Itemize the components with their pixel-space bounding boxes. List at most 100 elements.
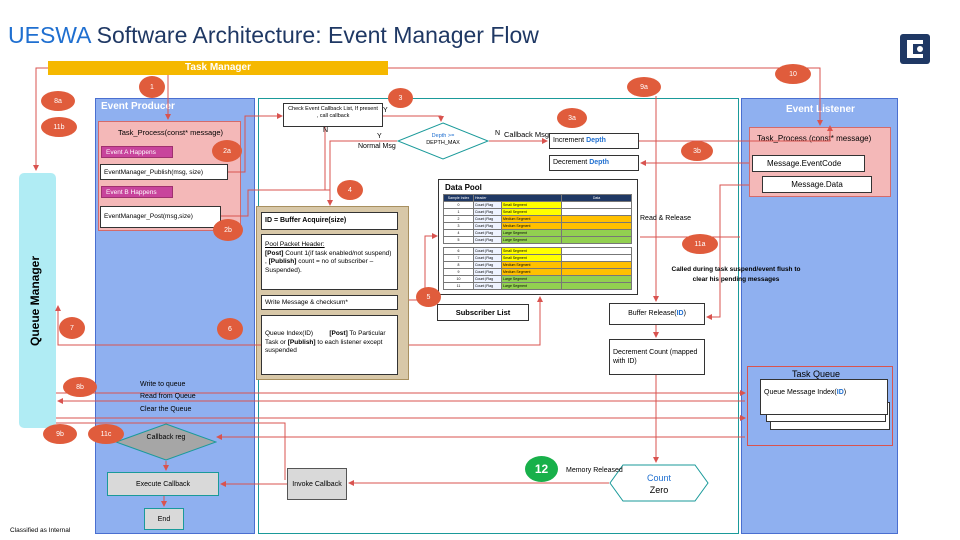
task-queue-title: Task Queue bbox=[792, 369, 841, 379]
zero-line: Zero bbox=[649, 485, 669, 495]
depth-line1: Depth >= bbox=[431, 133, 455, 139]
label-y1: Y bbox=[383, 107, 388, 114]
pool-flag-cell: Count |Flag bbox=[473, 268, 502, 276]
pool-segment-cell: Large Segment bbox=[500, 229, 563, 237]
badge-3a: 3a bbox=[557, 108, 587, 128]
title-brand: UESWA bbox=[8, 22, 91, 48]
pool-publish-tag: [Publish] bbox=[268, 258, 297, 265]
pool-index-cell: 9 bbox=[443, 268, 474, 276]
event-producer-title: Event Producer bbox=[101, 101, 175, 112]
pool-segment-cell: Large Segment bbox=[500, 236, 563, 244]
pool-flag-cell: Count |Flag bbox=[473, 222, 502, 230]
pool-data-cell bbox=[561, 229, 633, 237]
end-label: End bbox=[157, 515, 171, 523]
label-n1: N bbox=[323, 127, 329, 134]
badge-3b: 3b bbox=[681, 141, 713, 161]
queue-index-publish-tag: [Publish] bbox=[287, 338, 316, 346]
pool-publish-text: count = no of subscriber – Suspended). bbox=[265, 258, 374, 274]
pool-flag-cell: Count |Flag bbox=[473, 208, 502, 216]
badge-9b: 9b bbox=[43, 424, 77, 444]
queue-manager bbox=[19, 173, 56, 428]
pool-segment-cell: Medium Segment bbox=[500, 261, 563, 269]
label-n2: N bbox=[495, 130, 501, 137]
pool-index-cell: 0 bbox=[443, 201, 474, 209]
buffer-release-end: ) bbox=[683, 310, 686, 317]
decrement-depth-text: Decrement bbox=[553, 159, 590, 166]
pool-header-title: Pool Packet Header: bbox=[265, 241, 325, 248]
badge-11a: 11a bbox=[682, 234, 718, 254]
pool-index-cell: 3 bbox=[443, 222, 474, 230]
pool-segment-cell: Small Segment bbox=[500, 254, 563, 262]
pool-index-cell: 8 bbox=[443, 261, 474, 269]
pool-header-index: Sample Index bbox=[443, 194, 474, 202]
decrement-depth-highlight: Depth bbox=[589, 159, 610, 166]
queue-index-text3: to each listener except suspended bbox=[265, 338, 383, 355]
badge-11c: 11c bbox=[88, 424, 124, 444]
badge-12: 12 bbox=[525, 456, 558, 482]
pool-data-cell bbox=[561, 247, 633, 255]
electrolux-logo-icon bbox=[900, 34, 930, 64]
badge-10: 10 bbox=[775, 64, 811, 84]
classified-label: Classified as Internal bbox=[10, 527, 71, 534]
count-zero-hexagon bbox=[609, 464, 709, 502]
pool-data-cell bbox=[561, 222, 633, 230]
pool-index-cell: 1 bbox=[443, 208, 474, 216]
pool-index-cell: 7 bbox=[443, 254, 474, 262]
event-listener-title: Event Listener bbox=[786, 104, 855, 115]
task-queue-end: ) bbox=[843, 389, 847, 396]
write-queue-label: Write to queue bbox=[140, 381, 186, 388]
pool-header-data: Data bbox=[561, 194, 633, 202]
pool-segment-cell: Large Segment bbox=[500, 275, 563, 283]
queue-index-box: Queue Index(ID) [Post] To Particular Tas… bbox=[261, 315, 398, 375]
task-queue-frame bbox=[747, 366, 893, 446]
pool-flag-cell: Count |Flag bbox=[473, 275, 502, 283]
count-line: Count bbox=[646, 473, 672, 483]
pool-data-cell bbox=[561, 254, 633, 262]
pool-data-cell bbox=[561, 282, 633, 290]
pool-index-cell: 5 bbox=[443, 236, 474, 244]
pool-flag-cell: Count |Flag bbox=[473, 215, 502, 223]
badge-9a: 9a bbox=[627, 77, 661, 97]
clear-queue-label: Clear the Queue bbox=[140, 406, 192, 413]
pool-data-cell bbox=[561, 275, 633, 283]
pool-segment-cell: Small Segment bbox=[500, 247, 563, 255]
increment-depth-highlight: Depth bbox=[586, 137, 606, 144]
badge-5: 5 bbox=[416, 287, 441, 307]
pool-data-cell bbox=[561, 208, 633, 216]
write-message-box: Write Message & checksum* bbox=[261, 295, 398, 310]
message-eventcode-box: Message.EventCode bbox=[752, 155, 865, 172]
read-release-label: Read & Release bbox=[640, 215, 691, 222]
callback-reg-diamond bbox=[114, 423, 218, 461]
buffer-release-box: Buffer Release(ID) bbox=[609, 303, 705, 325]
queue-manager-label: Queue Manager bbox=[28, 255, 42, 347]
normal-msg-label: Normal Msg bbox=[358, 143, 396, 150]
badge-1: 1 bbox=[139, 76, 165, 98]
pool-flag-cell: Count |Flag bbox=[473, 229, 502, 237]
subscriber-list-box: Subscriber List bbox=[437, 304, 529, 321]
pool-index-cell: 4 bbox=[443, 229, 474, 237]
message-data-box: Message.Data bbox=[762, 176, 872, 193]
badge-4: 4 bbox=[337, 180, 363, 200]
task-queue-card-1: Queue Message Index(ID) bbox=[760, 379, 888, 415]
buffer-release-text: Buffer Release( bbox=[628, 310, 677, 317]
increment-depth-box: Increment Depth bbox=[549, 133, 639, 149]
check-callback-box: Check Event Callback List, If present , … bbox=[283, 103, 383, 127]
pool-segment-cell: Large Segment bbox=[500, 282, 563, 290]
pool-flag-cell: Count |Flag bbox=[473, 261, 502, 269]
depth-diamond bbox=[396, 122, 490, 160]
badge-7: 7 bbox=[59, 317, 85, 339]
queue-index-post-tag: [Post] bbox=[329, 330, 348, 337]
title-rest: Software Architecture: Event Manager Flo… bbox=[90, 22, 539, 48]
callback-reg-label: Callback reg bbox=[146, 434, 186, 441]
pool-post-tag: [Post] bbox=[265, 249, 284, 257]
data-pool-title: Data Pool bbox=[445, 183, 482, 192]
